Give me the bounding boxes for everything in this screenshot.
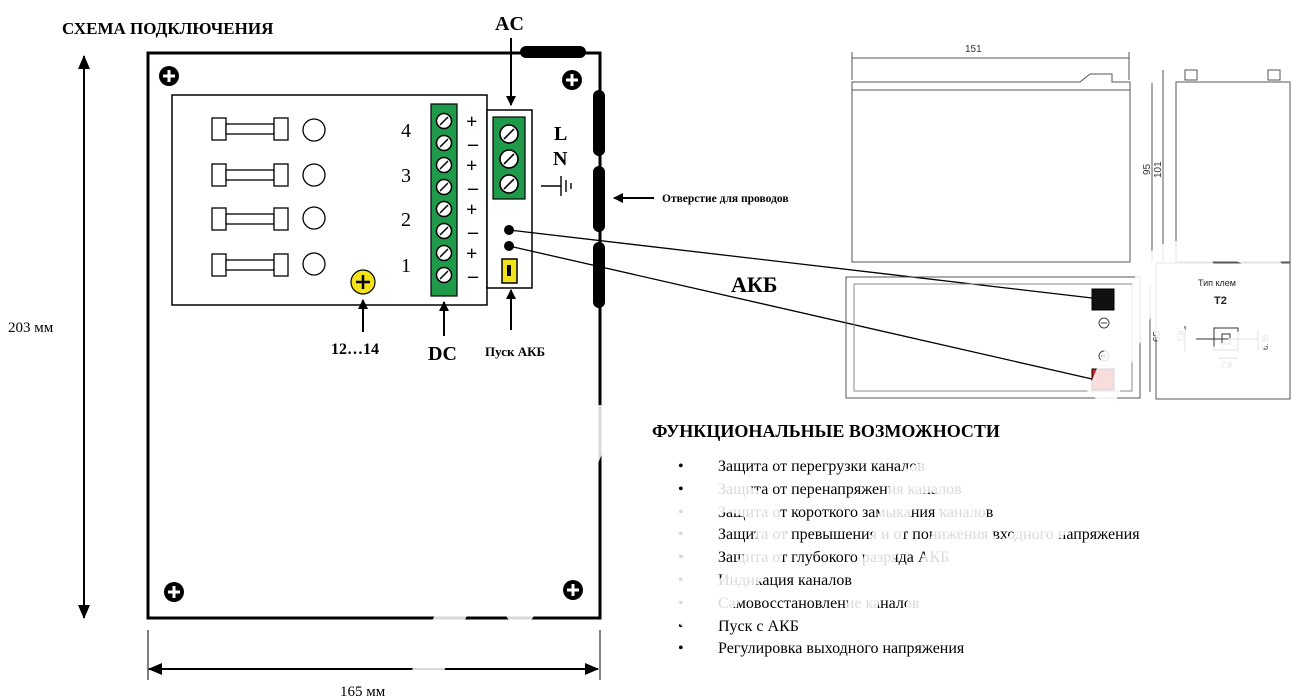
battery-label: АКБ — [731, 272, 777, 297]
height-label: 203 мм — [8, 320, 54, 336]
ground-icon — [541, 176, 572, 196]
mounting-hole-icon — [563, 580, 583, 600]
wire-hole-label: Отверстие для проводов — [662, 193, 789, 205]
dc-label: DC — [428, 343, 457, 365]
led-indicator — [302, 118, 326, 142]
led-indicator — [302, 252, 326, 276]
list-item: Индикация каналов — [670, 570, 1140, 593]
minus-icon — [1098, 317, 1110, 329]
led-indicator — [302, 163, 326, 187]
side-grommet — [593, 242, 605, 308]
terminal-dim-c: 6.35 — [1261, 334, 1270, 350]
battery-length: 151 — [965, 44, 982, 55]
ac-terminal-l: L — [554, 123, 567, 145]
fuse-icon — [211, 253, 289, 277]
ac-terminal-block — [492, 116, 526, 200]
polarity-mark: + — [466, 243, 477, 265]
list-item: Самовосстановление каналов — [670, 593, 1140, 616]
battery-height-95: 95 — [1142, 163, 1153, 175]
battery-wire-plus — [508, 229, 1093, 299]
voltage-adjust-knob — [350, 269, 376, 295]
diagram-title: СХЕМА ПОДКЛЮЧЕНИЯ — [62, 19, 273, 38]
polarity-mark: – — [467, 221, 479, 243]
list-item: Защита от глубокого разряда АКБ — [670, 547, 1140, 570]
battery-end-view — [1175, 69, 1291, 263]
channel-number: 4 — [401, 120, 411, 142]
mounting-hole-icon — [159, 66, 179, 86]
battery-terminal-red — [1091, 368, 1115, 391]
terminal-type-label: Тип клем — [1198, 278, 1236, 288]
led-indicator — [302, 206, 326, 230]
battery-start-label: Пуск АКБ — [485, 344, 545, 359]
list-item: Защита от короткого замыкания каналов — [670, 502, 1140, 525]
channel-number: 2 — [401, 209, 411, 231]
polarity-mark: – — [467, 265, 479, 287]
channel-number: 3 — [401, 165, 411, 187]
battery-side-view — [851, 52, 1164, 263]
plus-icon — [1098, 350, 1110, 362]
enclosure-outline — [146, 51, 602, 620]
fuse-icon — [211, 117, 289, 141]
mounting-hole-icon — [164, 582, 184, 602]
list-item: Пуск с АКБ — [670, 616, 1140, 639]
top-grommet — [520, 46, 586, 58]
fuse-icon — [211, 163, 289, 187]
polarity-mark: + — [466, 155, 477, 177]
battery-terminal-black — [1091, 288, 1115, 311]
battery-height-101: 101 — [1153, 161, 1164, 178]
fuse-icon — [211, 207, 289, 231]
list-item: Защита от превышения и от понижения вход… — [670, 524, 1140, 547]
list-item: Регулировка выходного напряжения — [670, 638, 1140, 661]
polarity-mark: + — [466, 199, 477, 221]
side-grommet — [593, 90, 605, 156]
jumper-pin — [507, 265, 511, 276]
polarity-mark: – — [467, 177, 479, 199]
side-grommet — [593, 166, 605, 232]
adjust-label: 12…14 — [331, 341, 379, 358]
terminal-dim-b: 7.8 — [1221, 361, 1233, 370]
list-item: Защита от перегрузки каналов — [670, 456, 1140, 479]
dc-terminal-block — [430, 103, 458, 297]
terminal-t2-drawing — [1184, 326, 1259, 359]
channel-number: 1 — [401, 255, 411, 277]
ac-label: AC — [495, 13, 524, 35]
terminal-type: T2 — [1214, 295, 1227, 307]
polarity-mark: + — [466, 111, 477, 133]
battery-width-65: 65 — [1152, 330, 1163, 342]
features-list: Защита от перегрузки каналов Защита от п… — [670, 456, 1140, 661]
features-title: ФУНКЦИОНАЛЬНЫЕ ВОЗМОЖНОСТИ — [652, 421, 1000, 441]
ac-terminal-n: N — [553, 148, 568, 170]
width-label: 165 мм — [340, 684, 386, 699]
polarity-mark: – — [467, 133, 479, 155]
terminal-dim-a: 7.8 — [1177, 330, 1186, 342]
mounting-hole-icon — [562, 70, 582, 90]
list-item: Защита от перенапряжения каналов — [670, 479, 1140, 502]
battery-wire-minus — [508, 245, 1093, 380]
